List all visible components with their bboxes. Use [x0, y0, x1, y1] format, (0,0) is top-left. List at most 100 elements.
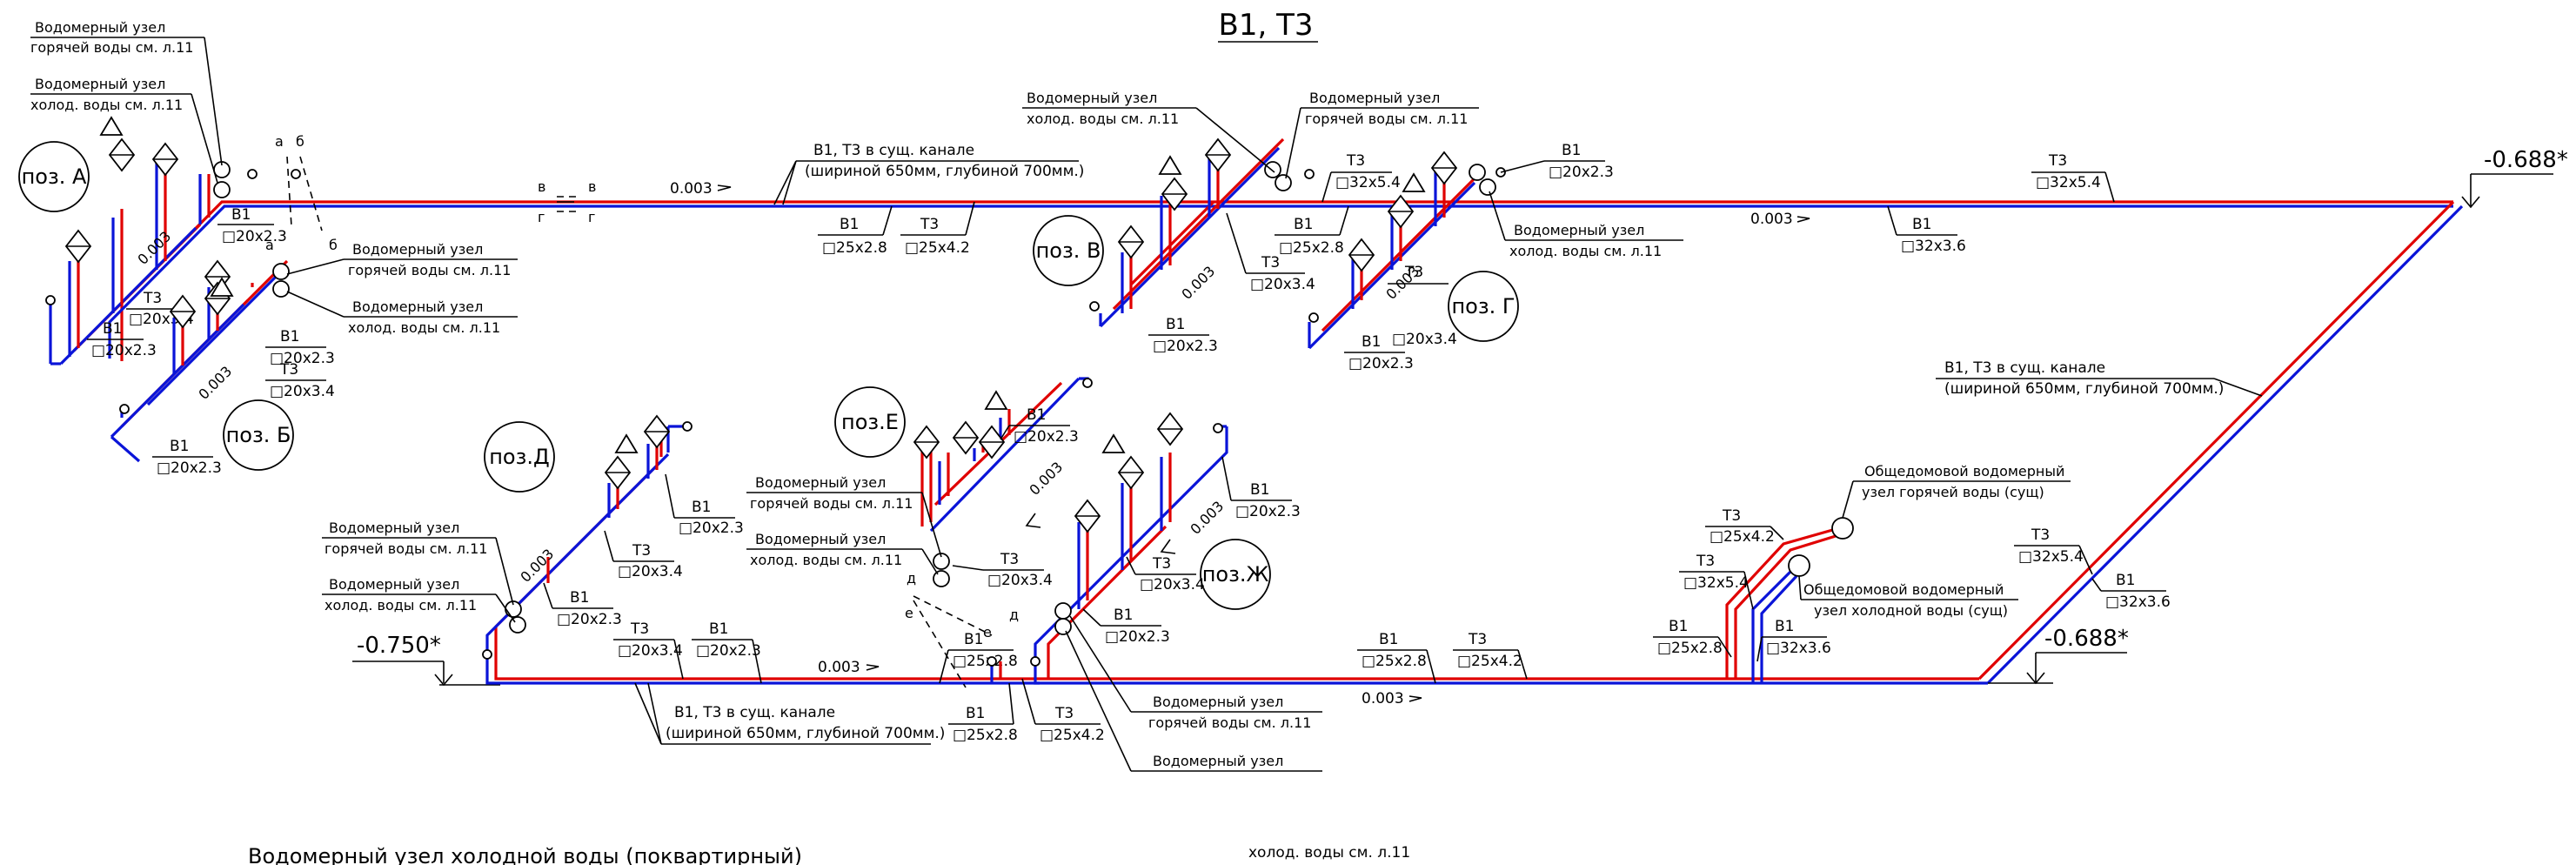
- svg-text:(шириной 650мм, глубиной 700мм: (шириной 650мм, глубиной 700мм.): [1944, 380, 2224, 398]
- group-e-valve-icons: [913, 378, 1093, 459]
- svg-text:В1: В1: [1166, 316, 1185, 333]
- group-a-break-marks: а б а б: [265, 133, 338, 253]
- scheme-title: В1, Т3: [1219, 8, 1314, 43]
- group-e-hot-node-label: Водомерный узел горячей воды см. л.11: [746, 474, 942, 558]
- slope-arrow-zh: [1160, 539, 1176, 554]
- svg-text:□25х2.8: □25х2.8: [953, 653, 1018, 670]
- break-g-left: г: [538, 209, 545, 225]
- svg-text:В1: В1: [966, 705, 985, 722]
- group-d-node-icons: [482, 600, 526, 660]
- svg-text:□20х2.3: □20х2.3: [696, 642, 761, 660]
- channel-label-top: В1, Т3 в сущ. канале (шириной 650мм, глу…: [773, 142, 1084, 205]
- svg-text:□20х2.3: □20х2.3: [1153, 338, 1218, 355]
- group-d-hot-node-label: Водомерный узел горячей воды см. л.11: [322, 520, 514, 606]
- svg-text:□20х2.3: □20х2.3: [157, 459, 222, 477]
- position-d-label: поз.Д: [489, 445, 550, 469]
- svg-text:□25х4.2: □25х4.2: [1457, 653, 1522, 670]
- group-e-break-marks: д е е д: [905, 570, 1019, 688]
- svg-text:Т3: Т3: [1261, 254, 1280, 272]
- svg-text:□32х5.4: □32х5.4: [1335, 174, 1401, 191]
- top-main-sizes-left: В1 □25х2.8 Т3 □25х4.2: [818, 201, 975, 257]
- position-e-label: поз.Е: [841, 410, 899, 434]
- svg-text:Водомерный узел: Водомерный узел: [35, 19, 165, 36]
- level-mark-right-top: -0.688*: [2461, 147, 2568, 209]
- group-zh-cold-node-label: Водомерный узел: [1065, 630, 1322, 772]
- svg-text:б: б: [296, 133, 304, 150]
- house-hot-node-label: Общедомовой водомерный узел горячей воды…: [1842, 463, 2071, 519]
- svg-text:□20х3.4: □20х3.4: [1392, 331, 1457, 348]
- group-v-valve-icons: [1089, 137, 1232, 312]
- svg-text:□20х3.4: □20х3.4: [987, 572, 1053, 589]
- svg-text:□20х2.3: □20х2.3: [1105, 628, 1170, 646]
- group-zh-node-icons: [1054, 602, 1072, 635]
- svg-text:узел горячей воды (сущ): узел горячей воды (сущ): [1862, 484, 2044, 500]
- svg-text:□20х2.3: □20х2.3: [270, 350, 335, 367]
- group-zh-position: поз.Ж: [1200, 539, 1271, 610]
- svg-text:□20х3.4: □20х3.4: [618, 642, 683, 660]
- level-left: -0.750*: [357, 633, 441, 659]
- level-mark-right-bottom: -0.688*: [1988, 626, 2129, 685]
- right-diagonal-pipe: [1977, 200, 2464, 685]
- group-v-hot-node-label: Водомерный узел горячей воды см. л.11: [1285, 90, 1479, 179]
- svg-text:В1: В1: [692, 499, 711, 516]
- house-inlet-pipes: [1725, 517, 1854, 683]
- svg-text:□20х2.3: □20х2.3: [679, 520, 744, 537]
- level-right-bottom: -0.688*: [2044, 626, 2129, 652]
- group-zh-sizes: В1 □20х2.3 Т3 □20х3.4 В1 □20х2.3 0.003: [1082, 456, 1301, 646]
- channel-label-right: В1, Т3 в сущ. канале (шириной 650мм, глу…: [1936, 359, 2263, 398]
- group-e-risers: [920, 377, 1089, 533]
- svg-text:холод. воды см. л.11: холод. воды см. л.11: [30, 97, 183, 113]
- bottom-title: Водомерный узел холодной воды (поквартир…: [248, 844, 802, 865]
- slope-arrow-top-1: [717, 184, 732, 191]
- group-g-valve-icons: [1308, 151, 1458, 323]
- level-mark-left: -0.750*: [352, 633, 500, 687]
- top-main-pipe: [261, 200, 2453, 208]
- svg-text:В1: В1: [280, 328, 299, 345]
- svg-text:Водомерный узел: Водомерный узел: [755, 474, 886, 491]
- svg-text:Общедомовой водомерный: Общедомовой водомерный: [1803, 581, 2004, 598]
- svg-text:Водомерный узел: Водомерный узел: [755, 531, 886, 547]
- group-zh-valve-icons: [987, 412, 1223, 667]
- svg-text:Т3: Т3: [143, 290, 162, 307]
- svg-text:Т3: Т3: [1468, 631, 1487, 648]
- bottom-main-sizes: Т3 □20х3.4 В1 □20х2.3 В1 □25х2.8 Т3 □25х…: [613, 620, 1528, 744]
- svg-text:(шириной 650мм, глубиной 700мм: (шириной 650мм, глубиной 700мм.): [805, 163, 1084, 180]
- group-b-position: поз. Б: [223, 399, 294, 471]
- svg-text:0.003: 0.003: [517, 546, 557, 586]
- house-inlet-sizes: Т3 □25х4.2 Т3 □32х5.4 В1 □25х2.8 В1 □32х…: [1653, 507, 2171, 662]
- slope-top-2: 0.003: [1750, 211, 1793, 228]
- svg-text:а: а: [275, 133, 284, 150]
- svg-text:холод. воды см. л.11: холод. воды см. л.11: [348, 319, 500, 336]
- svg-text:□20х2.3: □20х2.3: [1348, 355, 1414, 372]
- svg-text:□20х2.3: □20х2.3: [1235, 503, 1301, 520]
- position-b-label: поз. Б: [226, 423, 291, 447]
- slope-top-1: 0.003: [670, 180, 713, 198]
- slope-arrow-e: [1025, 513, 1041, 528]
- bottom-main-pipe: [500, 677, 1988, 685]
- position-zh-label: поз.Ж: [1202, 562, 1269, 587]
- group-a-risers: [49, 148, 261, 365]
- group-zh-hot-node-label: Водомерный узел горячей воды см. л.11: [1069, 615, 1322, 731]
- svg-text:В1: В1: [1250, 481, 1269, 499]
- svg-text:холод. воды см. л.11: холод. воды см. л.11: [1509, 243, 1662, 259]
- svg-text:Водомерный узел: Водомерный узел: [352, 241, 483, 258]
- group-d-valve-icons: [604, 414, 693, 490]
- svg-text:В1: В1: [1912, 216, 1931, 233]
- group-v-position: поз. В: [1033, 215, 1104, 286]
- svg-text:□20х3.4: □20х3.4: [1140, 576, 1205, 593]
- svg-text:холод. воды см. л.11: холод. воды см. л.11: [1027, 111, 1179, 127]
- svg-text:Т3: Т3: [632, 542, 651, 560]
- svg-text:□25х4.2: □25х4.2: [1040, 727, 1105, 744]
- svg-text:Водомерный узел: Водомерный узел: [1153, 753, 1283, 769]
- svg-text:В1: В1: [1562, 142, 1581, 159]
- svg-text:узел холодной воды (сущ): узел холодной воды (сущ): [1814, 602, 2008, 619]
- svg-text:Т3: Т3: [1404, 264, 1423, 281]
- svg-text:□20х2.3: □20х2.3: [1014, 428, 1079, 446]
- svg-text:В1, Т3 в сущ. канале: В1, Т3 в сущ. канале: [674, 704, 835, 721]
- svg-text:В1: В1: [1027, 406, 1046, 424]
- svg-text:□20х2.3: □20х2.3: [1549, 164, 1614, 181]
- group-b-valve-icons: [119, 259, 234, 414]
- svg-text:В1: В1: [964, 631, 983, 648]
- svg-text:горячей воды см. л.11: горячей воды см. л.11: [30, 39, 193, 56]
